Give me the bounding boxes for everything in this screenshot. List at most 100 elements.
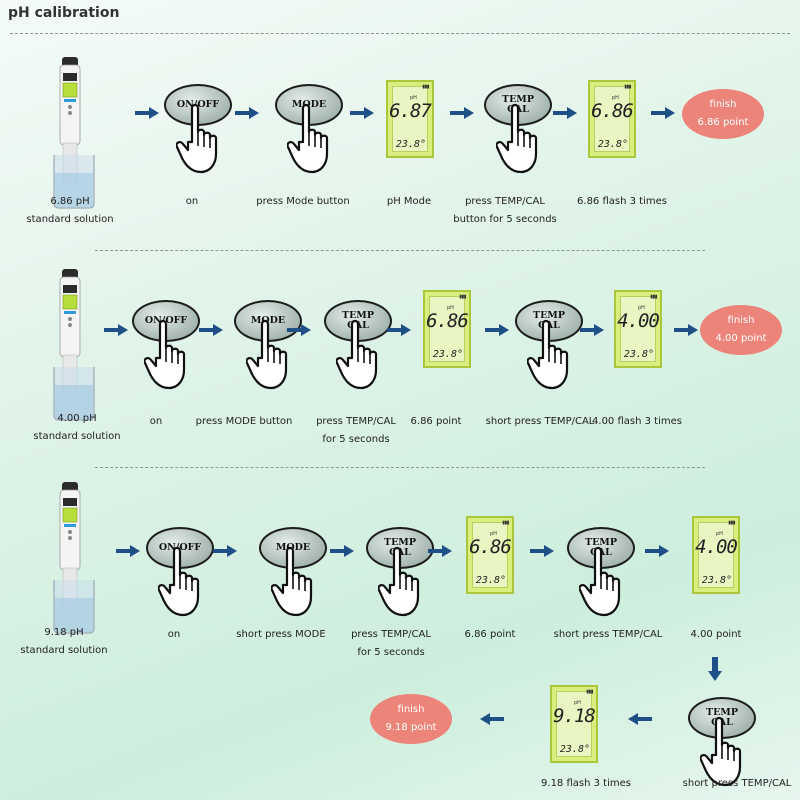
arrow-right-icon [450, 107, 474, 119]
arrow-right-icon [330, 545, 354, 557]
ph-unit-icon: pH [490, 531, 497, 537]
pointing-hand-icon [144, 319, 186, 390]
lcd-screen [472, 522, 508, 588]
caption-line: standard solution [26, 214, 114, 225]
step-caption: short press TEMP/CAL [486, 413, 595, 431]
temp-button: TEMPCAL [324, 300, 392, 392]
arrow-right-icon [116, 545, 140, 557]
lcd-temperature: 23.8° [597, 139, 628, 150]
ph-unit-icon: pH [447, 305, 454, 311]
arrow-right-icon [645, 545, 669, 557]
caption-line: press Mode button [256, 196, 350, 207]
temp-label: TEMP [384, 537, 416, 548]
mode-button: MODE [275, 84, 343, 176]
ph-meter-in-beaker [52, 267, 96, 422]
temp-label: TEMP [342, 310, 374, 321]
finish-point: 9.18 point [385, 722, 437, 733]
step-caption: on [168, 626, 180, 644]
step-caption: 4.00 flash 3 times [592, 413, 682, 431]
lcd-value: 4.00 [617, 310, 660, 332]
on-off-button: ON/OFF [132, 300, 200, 392]
lcd-screen [429, 296, 465, 362]
caption-line: button for 5 seconds [453, 214, 557, 225]
step-caption: 6.86 point [465, 626, 516, 644]
pointing-hand-icon [378, 546, 420, 617]
arrow-right-icon [530, 545, 554, 557]
caption-line: 6.86 pH [50, 196, 90, 207]
lcd-value: 6.87 [389, 100, 432, 122]
lcd-temperature: 23.8° [701, 575, 732, 586]
step-caption: short press MODE [236, 626, 325, 644]
temp-label: TEMP [533, 310, 565, 321]
lcd-value: 9.18 [553, 705, 596, 727]
ph-unit-icon: pH [638, 305, 645, 311]
pointing-hand-icon [287, 103, 329, 174]
step-caption: 9.18 flash 3 times [541, 775, 631, 793]
ph-unit-icon: pH [574, 700, 581, 706]
arrow-left-icon [628, 713, 652, 725]
lcd-temperature: 23.8° [623, 349, 654, 360]
temp-label: TEMP [502, 94, 534, 105]
temp-label: TEMP [585, 537, 617, 548]
battery-icon: ▮▮▮ [459, 294, 466, 300]
lcd-value: 6.86 [426, 310, 469, 332]
caption-line: standard solution [20, 645, 108, 656]
caption-line: on [167, 629, 181, 640]
caption-line: press TEMP/CAL [465, 196, 545, 207]
caption-line: 9.18 pH [44, 627, 84, 638]
arrow-right-icon [651, 107, 675, 119]
caption-line: for 5 seconds [322, 434, 390, 445]
on-off-label: ON/OFF [158, 542, 202, 553]
caption-line: short press MODE [236, 629, 326, 640]
arrow-right-icon [235, 107, 259, 119]
step-caption: on [150, 413, 162, 431]
divider [95, 467, 705, 468]
ph-unit-icon: pH [612, 95, 619, 101]
arrow-right-icon [485, 324, 509, 336]
arrow-right-icon [104, 324, 128, 336]
pointing-hand-icon [176, 103, 218, 174]
lcd-temperature: 23.8° [475, 575, 506, 586]
battery-icon: ▮▮▮ [586, 689, 593, 695]
ph-meter-in-beaker [52, 480, 96, 635]
caption-line: press TEMP/CAL [316, 416, 396, 427]
battery-icon: ▮▮▮ [728, 520, 735, 526]
battery-icon: ▮▮▮ [502, 520, 509, 526]
on-off-button: ON/OFF [164, 84, 232, 176]
arrow-down-icon [708, 657, 722, 681]
ph-unit-icon: pH [410, 95, 417, 101]
lcd-temperature: 23.8° [559, 744, 590, 755]
caption-line: on [185, 196, 199, 207]
finish-point: 4.00 point [715, 333, 767, 344]
caption-line: on [149, 416, 163, 427]
divider [10, 33, 790, 34]
mode-button: MODE [259, 527, 327, 619]
mode-button: MODE [234, 300, 302, 392]
caption-line: short press TEMP/CAL [553, 629, 663, 640]
temp-button: TEMPCAL [688, 697, 756, 789]
caption-line: 4.00 pH [57, 413, 97, 424]
on-off-label: ON/OFF [176, 99, 220, 110]
lcd-value: 6.86 [591, 100, 634, 122]
step-caption: press TEMP/CAL button for 5 seconds [453, 193, 557, 229]
on-off-button: ON/OFF [146, 527, 214, 619]
lcd-screen [594, 86, 630, 152]
arrow-right-icon [199, 324, 223, 336]
arrow-right-icon [287, 324, 311, 336]
caption-line: 4.00 point [690, 629, 742, 640]
caption-line: short press TEMP/CAL [485, 416, 595, 427]
pointing-hand-icon [700, 716, 742, 787]
battery-icon: ▮▮▮ [624, 84, 631, 90]
step-caption: short press TEMP/CAL [554, 626, 663, 644]
caption-line: 4.00 flash 3 times [592, 416, 682, 427]
pointing-hand-icon [271, 546, 313, 617]
